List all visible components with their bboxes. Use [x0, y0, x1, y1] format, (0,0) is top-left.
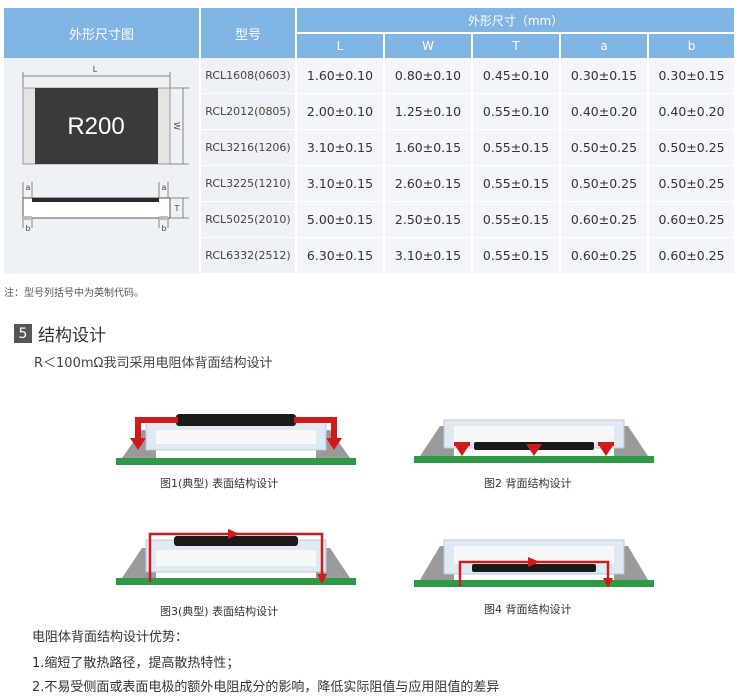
value-cell: 0.50±0.25 [648, 129, 735, 166]
value-cell: 0.55±0.10 [472, 93, 561, 130]
table-row: RCL3216(1206) 3.10±0.15 1.60±0.15 0.55±0… [4, 129, 735, 166]
value-cell: 0.50±0.25 [560, 165, 649, 202]
value-cell: 0.40±0.20 [560, 93, 649, 130]
value-cell: 0.45±0.10 [472, 58, 561, 94]
value-cell: 2.50±0.15 [384, 201, 473, 238]
model-cell: RCL3225(1210) [200, 165, 297, 202]
dimension-table: 外形尺寸图 型号 外形尺寸（mm） L W T a b L R200 [4, 8, 735, 274]
figure-2-caption: 图2 背面结构设计 [484, 477, 572, 490]
value-cell: 0.55±0.15 [472, 165, 561, 202]
value-cell: 3.10±0.15 [384, 237, 473, 274]
value-cell: 3.10±0.15 [296, 129, 385, 166]
value-cell: 0.60±0.25 [560, 237, 649, 274]
value-cell: 2.00±0.10 [296, 93, 385, 130]
outline-drawing: L R200 W a a b [22, 65, 189, 233]
value-cell: 5.00±0.15 [296, 201, 385, 238]
advantage-item: 2.不易受侧面或表面电极的额外电阻成分的影响，降低实际阻值与应用阻值的差异 [32, 680, 500, 695]
label-L: L [92, 65, 97, 74]
table-row: RCL6332(2512) 6.30±0.15 3.10±0.15 0.55±0… [4, 237, 735, 274]
value-cell: 0.30±0.15 [648, 58, 735, 94]
header-W: W [384, 33, 473, 58]
table-row: RCL2012(0805) 2.00±0.10 1.25±0.10 0.55±0… [4, 93, 735, 130]
value-cell: 0.40±0.20 [648, 93, 735, 130]
value-cell: 0.55±0.15 [472, 129, 561, 166]
model-cell: RCL3216(1206) [200, 129, 297, 166]
table-row: L R200 W a a b [4, 58, 735, 274]
figure-2-diagram [414, 419, 654, 463]
value-cell: 2.60±0.15 [384, 165, 473, 202]
value-cell: 1.25±0.10 [384, 93, 473, 130]
advantages-heading: 电阻体背面结构设计优势： [32, 630, 189, 645]
advantage-item: 1.缩短了散热路径，提高散热特性； [32, 656, 240, 671]
value-cell: 0.30±0.15 [560, 58, 649, 94]
header-L: L [296, 33, 385, 58]
model-cell: RCL6332(2512) [200, 237, 297, 274]
figure-3-diagram [116, 529, 356, 585]
model-cell: RCL2012(0805) [200, 93, 297, 130]
figure-4-diagram [414, 539, 654, 588]
model-cell: RCL1608(0603) [200, 58, 297, 94]
value-cell: 0.60±0.25 [648, 201, 735, 238]
label-a-right: a [161, 183, 166, 192]
value-cell: 1.60±0.15 [384, 129, 473, 166]
header-T: T [472, 33, 561, 58]
value-cell: 0.50±0.25 [560, 129, 649, 166]
table-row: RCL5025(2010) 5.00±0.15 2.50±0.15 0.55±0… [4, 201, 735, 238]
section-intro: R＜100mΩ我司采用电阻体背面结构设计 [34, 356, 273, 371]
value-cell: 0.60±0.25 [648, 237, 735, 274]
value-cell: 6.30±0.15 [296, 237, 385, 274]
figure-1-caption: 图1(典型) 表面结构设计 [160, 477, 279, 490]
value-cell: 0.55±0.15 [472, 201, 561, 238]
label-T: T [173, 204, 179, 213]
label-W: W [172, 122, 181, 130]
figure-4-caption: 图4 背面结构设计 [484, 603, 572, 616]
section-heading: 5 结构设计 [14, 321, 106, 346]
figure-1-diagram [116, 414, 356, 465]
header-a: a [560, 33, 649, 58]
outline-drawing-cell: L R200 W a a b [4, 58, 201, 274]
section-number: 5 [14, 324, 32, 343]
table-row: RCL3225(1210) 3.10±0.15 2.60±0.15 0.55±0… [4, 165, 735, 202]
model-cell: RCL5025(2010) [200, 201, 297, 238]
label-b-right: b [161, 224, 166, 233]
label-a-left: a [25, 183, 30, 192]
value-cell: 0.55±0.15 [472, 237, 561, 274]
header-dimensions: 外形尺寸（mm） [296, 8, 735, 34]
value-cell: 3.10±0.15 [296, 165, 385, 202]
value-cell: 0.80±0.10 [384, 58, 473, 94]
header-model: 型号 [200, 8, 297, 58]
header-b: b [648, 33, 735, 58]
label-b-left: b [25, 224, 30, 233]
value-cell: 0.50±0.25 [648, 165, 735, 202]
figure-3-caption: 图3(典型) 表面结构设计 [160, 605, 279, 618]
value-cell: 0.60±0.25 [560, 201, 649, 238]
marking-text: R200 [67, 113, 124, 140]
section-title: 结构设计 [38, 326, 106, 346]
header-outline: 外形尺寸图 [4, 8, 201, 58]
table-note: 注：型号列括号中为英制代码。 [4, 288, 144, 299]
value-cell: 1.60±0.10 [296, 58, 385, 94]
